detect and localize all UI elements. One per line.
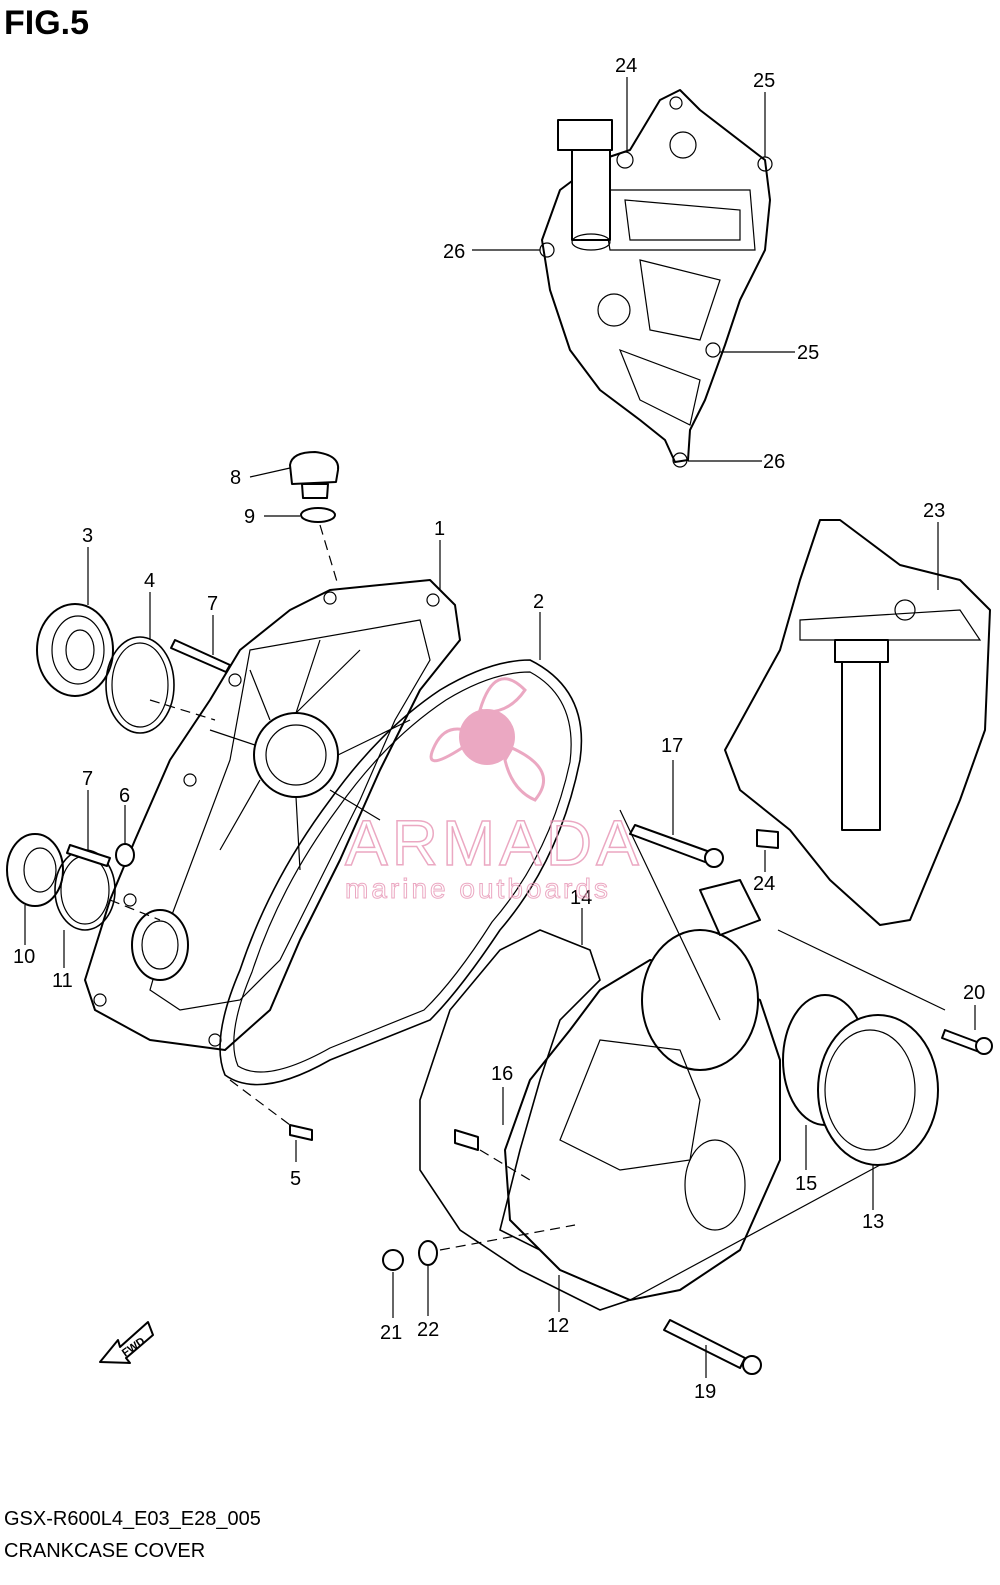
callout-10: 10 [13, 946, 35, 968]
sprocket-cover-part [539, 89, 773, 468]
callout-11: 11 [52, 970, 73, 992]
callout-23: 24 [753, 873, 775, 895]
watermark-brand: ARMADA [345, 807, 643, 879]
callout-20: 21 [380, 1322, 402, 1344]
callout-24-top: 24 [615, 55, 637, 77]
bolts-part [66, 639, 993, 1375]
diagram-code: GSX-R600L4_E03_E28_005 [4, 1508, 261, 1530]
fwd-arrow-icon: FWD [99, 1321, 154, 1364]
watermark-tagline: marine outboards [345, 873, 611, 904]
callout-26: 26 [443, 241, 465, 263]
callout-22: 23 [923, 500, 945, 522]
callout-16: 16 [491, 1063, 513, 1085]
watermark: ARMADA marine outboards [344, 677, 643, 905]
callout-8: 8 [230, 467, 241, 489]
o-ring-4-part [105, 636, 175, 734]
callout-2: 2 [533, 591, 544, 613]
callout-25-top: 25 [753, 70, 775, 92]
crankcase-cover-part [84, 579, 461, 1051]
callout-21: 22 [417, 1319, 439, 1341]
alignment-lines [109, 699, 721, 1251]
callout-9: 9 [244, 506, 255, 528]
callout-5: 5 [290, 1168, 301, 1190]
callout-18: 19 [694, 1381, 716, 1403]
clutch-cover-part [504, 879, 781, 1301]
callout-25-low: 26 [763, 451, 785, 473]
callout-3: 3 [82, 525, 93, 547]
callout-13: 13 [862, 1211, 884, 1233]
callout-7-lower: 7 [82, 768, 93, 790]
callout-1: 1 [434, 518, 445, 540]
propeller-logo-icon [429, 677, 546, 802]
diagram-name: CRANKCASE COVER [4, 1540, 206, 1562]
callout-4: 4 [144, 570, 155, 592]
callout-19: 20 [963, 982, 985, 1004]
oil-filler-cap-part [289, 451, 340, 586]
callout-6: 6 [119, 785, 130, 807]
clutch-cover-gasket-part [419, 929, 633, 1311]
leader-lines [24, 77, 976, 1378]
callout-labels: 24 25 26 25 26 8 9 1 23 3 4 2 7 17 7 6 2… [13, 55, 985, 1403]
callout-24-mid: 25 [797, 342, 819, 364]
sprocket-guard-part [724, 519, 991, 926]
callout-7-upper: 7 [207, 593, 218, 615]
inspection-plug-part [36, 603, 114, 697]
crankcase-gasket-part [219, 659, 583, 1086]
plug-10-part [6, 833, 64, 907]
callout-17: 17 [661, 735, 683, 757]
callout-15: 15 [795, 1173, 817, 1195]
starter-clutch-cover-part [629, 929, 946, 1301]
figure-title: FIG.5 [4, 4, 90, 42]
callout-14: 14 [570, 887, 592, 909]
callout-12: 12 [547, 1315, 569, 1337]
